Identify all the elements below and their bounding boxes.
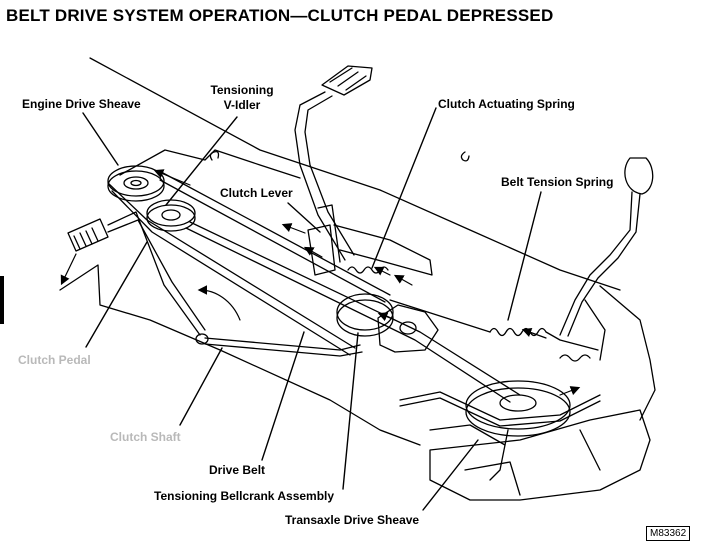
pointer-belt-tension-spring [507, 191, 542, 321]
arrow-bellcrank [377, 312, 396, 322]
diagram-title: BELT DRIVE SYSTEM OPERATION—CLUTCH PEDAL… [6, 6, 554, 25]
arrow-lever-up [303, 246, 323, 258]
clutch-lever-handle [294, 65, 373, 261]
pointer-tensioning-bellcrank [342, 332, 359, 490]
label-clutch-actuating-spring: Clutch Actuating Spring [438, 97, 575, 111]
label-engine-drive-sheave: Engine Drive Sheave [22, 97, 141, 111]
spring-rod [389, 299, 491, 333]
label-belt-tension-spring: Belt Tension Spring [501, 175, 614, 189]
frame-right-inner [584, 299, 606, 361]
clutch-shaft [204, 337, 363, 357]
label-clutch-pedal: Clutch Pedal [18, 353, 91, 367]
pointer-tensioning-v-idler [165, 116, 238, 206]
shift-lever [559, 157, 654, 337]
arrow-shaft [197, 285, 241, 321]
arrow-belt-top [153, 169, 191, 186]
arrow-pedal [60, 253, 77, 286]
label-tensioning-v-idler-1: Tensioning [210, 83, 274, 97]
spring-hook [559, 354, 591, 362]
frame-right-plate [599, 285, 656, 421]
frame-outline [89, 57, 621, 291]
linkage-rods [399, 391, 601, 481]
transaxle-drive-sheave [465, 380, 571, 437]
belt-tension-spring [489, 327, 599, 351]
v-idler-hook [209, 150, 220, 161]
arrow-lever-left [281, 223, 306, 234]
drive-belt [107, 172, 521, 403]
spring-clip [460, 151, 470, 162]
label-drive-belt: Drive Belt [209, 463, 266, 477]
clutch-lever [307, 204, 433, 276]
tensioning-v-idler [146, 199, 196, 232]
clutch-pedal [67, 211, 209, 345]
label-tensioning-bellcrank-assembly: Tensioning Bellcrank Assembly [154, 489, 335, 503]
arrow-transaxle [559, 386, 581, 396]
clutch-actuating-spring [347, 266, 389, 274]
label-clutch-shaft: Clutch Shaft [110, 430, 181, 444]
motion-arrows [60, 169, 581, 396]
pointer-lines [82, 107, 542, 511]
pointer-clutch-shaft [179, 347, 223, 426]
tensioning-bellcrank [336, 293, 439, 353]
transaxle-housing [429, 409, 651, 501]
label-transaxle-drive-sheave: Transaxle Drive Sheave [285, 513, 420, 527]
label-clutch-lever: Clutch Lever [220, 186, 293, 200]
label-tensioning-v-idler-2: V-Idler [223, 98, 261, 112]
figure-code: M83362 [646, 526, 691, 541]
frame-lower-edge [59, 264, 421, 446]
pointer-transaxle-drive-sheave [422, 439, 479, 511]
arrow-tension-spring [521, 327, 547, 339]
pointer-drive-belt [261, 331, 305, 461]
arrow-spring-1 [393, 274, 413, 286]
engine-drive-sheave [107, 165, 165, 202]
pointer-clutch-lever [287, 202, 321, 233]
pointer-clutch-actuating-spring [371, 107, 437, 269]
left-edge-bar [0, 276, 4, 324]
arrow-spring-2 [373, 266, 391, 276]
pointer-engine-drive-sheave [82, 112, 119, 166]
pointer-clutch-pedal [85, 241, 148, 348]
